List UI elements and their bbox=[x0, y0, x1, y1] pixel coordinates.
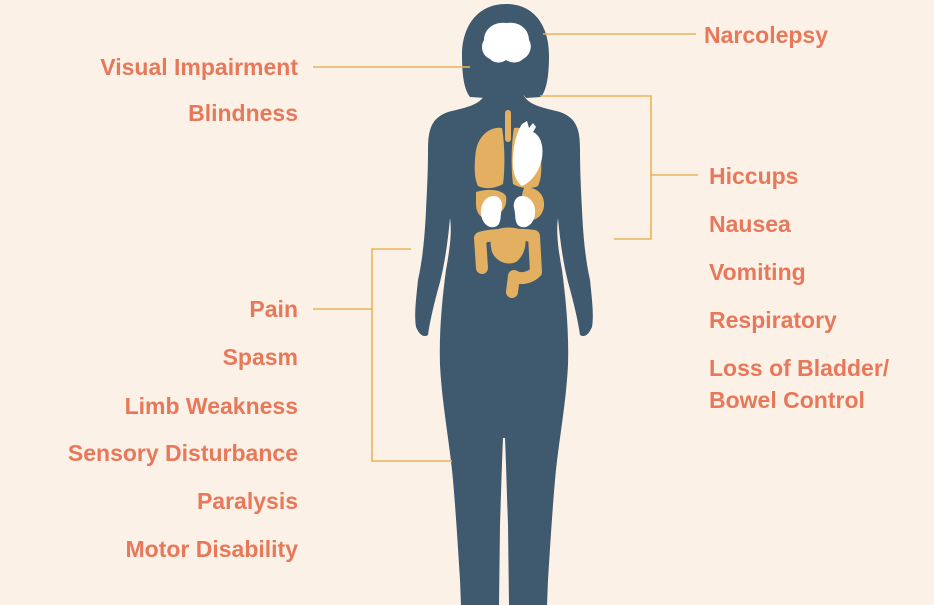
label-spasm: Spasm bbox=[223, 343, 298, 371]
label-vomiting: Vomiting bbox=[709, 258, 806, 286]
label-respiratory: Respiratory bbox=[709, 306, 837, 334]
label-motor-disability: Motor Disability bbox=[125, 535, 298, 563]
label-paralysis: Paralysis bbox=[197, 487, 298, 515]
label-blindness: Blindness bbox=[188, 99, 298, 127]
label-pain: Pain bbox=[249, 295, 298, 323]
trachea-icon bbox=[505, 110, 511, 142]
label-visual-impairment: Visual Impairment bbox=[100, 53, 298, 81]
label-bowel-control: Bowel Control bbox=[709, 386, 865, 414]
label-sensory-disturbance: Sensory Disturbance bbox=[68, 439, 298, 467]
label-nausea: Nausea bbox=[709, 210, 791, 238]
label-hiccups: Hiccups bbox=[709, 162, 798, 190]
label-narcolepsy: Narcolepsy bbox=[704, 21, 828, 49]
label-loss-of-bladder: Loss of Bladder/ bbox=[709, 354, 889, 382]
brain-icon bbox=[482, 23, 531, 63]
label-limb-weakness: Limb Weakness bbox=[125, 392, 298, 420]
